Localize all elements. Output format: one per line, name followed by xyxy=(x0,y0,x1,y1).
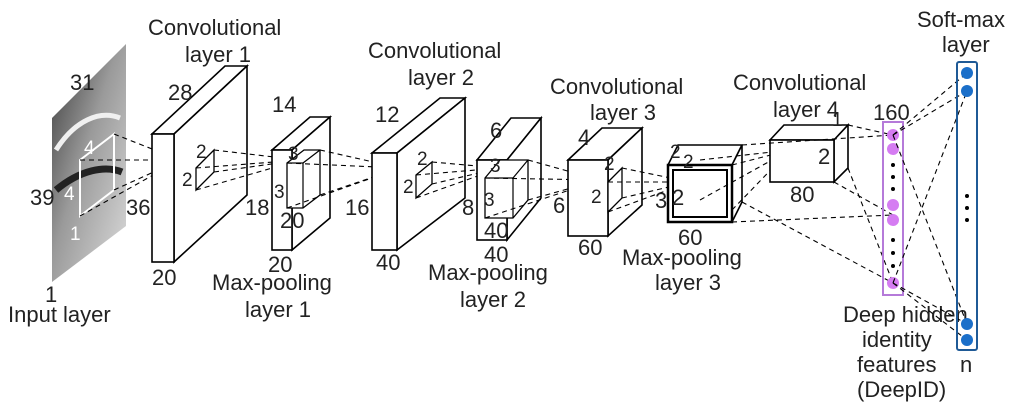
softmax-node xyxy=(961,318,973,330)
conv2-height-label: 12 xyxy=(375,102,399,127)
softmax-layer xyxy=(956,61,978,351)
pool1-height-label: 14 xyxy=(272,92,296,117)
pool2-kernel-a: 3 xyxy=(490,156,501,177)
input-layer xyxy=(52,44,126,282)
deepid-title-line4: (DeepID) xyxy=(857,377,946,402)
pool1-width-label: 18 xyxy=(245,195,269,220)
conv2-title-line1: Convolutional xyxy=(368,38,501,63)
softmax-frame xyxy=(956,61,978,351)
conv4-title-line1: Convolutional xyxy=(733,70,866,95)
conv4-depth-label: 80 xyxy=(790,182,814,207)
conv2-kernel-a: 2 xyxy=(417,149,428,170)
softmax-node xyxy=(961,334,973,346)
conv1-kernel-a: 2 xyxy=(196,142,207,163)
pool3-depth-label: 60 xyxy=(678,225,702,250)
connections-deepid-softmax xyxy=(892,72,968,341)
input-depth-label: 1 xyxy=(45,282,57,307)
conv4-height-label: 1 xyxy=(832,110,843,131)
pool3-kernel-b: 2 xyxy=(672,185,684,210)
deepid-frame xyxy=(882,121,904,296)
deepid-title-line1: Deep hidden xyxy=(843,302,968,327)
pool1-title-line2: layer 1 xyxy=(245,297,311,322)
pool2-width-label: 8 xyxy=(462,195,474,220)
conv1-height-label: 28 xyxy=(168,80,192,105)
deepid-node xyxy=(887,214,899,226)
input-patch-b: 4 xyxy=(64,184,75,205)
conv1-depth-label: 20 xyxy=(152,265,176,290)
conv2-width-label: 16 xyxy=(345,195,369,220)
pool3-height-label: 2 xyxy=(670,142,681,163)
face-texture xyxy=(53,112,121,152)
conv2-title-line2: layer 2 xyxy=(408,65,474,90)
conv4-block xyxy=(768,122,850,184)
input-layer-title: Input layer xyxy=(8,302,111,327)
pool1-kernel-b: 3 xyxy=(274,182,285,203)
input-width-label: 39 xyxy=(30,185,54,210)
pool3-block xyxy=(666,144,744,224)
conv3-kernel-a: 2 xyxy=(604,154,615,175)
deepid-layer xyxy=(882,121,904,296)
conv1-title-line1: Convolutional xyxy=(148,15,281,40)
input-height-label: 31 xyxy=(70,70,94,95)
pool3-title-line1: Max-pooling xyxy=(622,245,742,270)
softmax-node xyxy=(961,67,973,79)
conv2-depth-label: 40 xyxy=(376,250,400,275)
conv3-depth-label: 60 xyxy=(578,235,602,260)
deepid-title-line3: features xyxy=(857,352,937,377)
pool1-inner-depth-label: 20 xyxy=(280,208,304,233)
pool2-title-line2: layer 2 xyxy=(460,287,526,312)
input-patch-a: 4 xyxy=(84,138,95,159)
pool3-width-label: 3 xyxy=(655,188,667,213)
conv4-title-line2: layer 4 xyxy=(773,97,839,122)
softmax-size-label: n xyxy=(960,352,972,377)
conv4-width-label: 2 xyxy=(818,144,830,169)
deepid-size-label: 160 xyxy=(873,100,910,125)
softmax-ellipsis xyxy=(965,194,969,222)
conv1-kernel-b: 2 xyxy=(182,170,193,191)
conv3-title-line2: layer 3 xyxy=(590,100,656,125)
pool1-title-line1: Max-pooling xyxy=(212,270,332,295)
face-texture-dark xyxy=(53,165,124,193)
pool1-kernel-a: 3 xyxy=(288,144,299,165)
softmax-title-line2: layer xyxy=(942,32,990,57)
conv3-kernel-b: 2 xyxy=(591,187,602,208)
pool2-depth-label: 40 xyxy=(484,242,508,267)
deepid-node xyxy=(887,199,899,211)
input-face-image xyxy=(52,44,126,282)
pool3-kernel-a: 2 xyxy=(683,152,694,173)
conv3-height-label: 4 xyxy=(578,125,590,150)
conv2-block xyxy=(369,96,468,252)
input-patch-c: 1 xyxy=(70,224,81,245)
pool2-height-label: 6 xyxy=(490,118,502,143)
pool3-title-line2: layer 3 xyxy=(655,270,721,295)
input-conv-out-label: 36 xyxy=(126,195,150,220)
pool1-block xyxy=(269,115,333,252)
deepid-node xyxy=(887,143,899,155)
deepid-title-line2: identity xyxy=(862,327,932,352)
pool2-inner-depth-label: 40 xyxy=(484,218,508,243)
conv2-kernel-b: 2 xyxy=(403,177,414,198)
pool2-title-line1: Max-pooling xyxy=(428,260,548,285)
conv1-block xyxy=(149,64,250,264)
softmax-title-line1: Soft-max xyxy=(917,7,1005,32)
conv3-title-line1: Convolutional xyxy=(550,74,683,99)
conv3-width-label: 6 xyxy=(553,193,565,218)
pool2-kernel-b: 3 xyxy=(484,190,495,211)
pool1-depth-label: 20 xyxy=(268,252,292,277)
deepid-ellipsis xyxy=(891,163,895,268)
conv1-title-line2: layer 1 xyxy=(185,42,251,67)
softmax-node xyxy=(961,85,973,97)
